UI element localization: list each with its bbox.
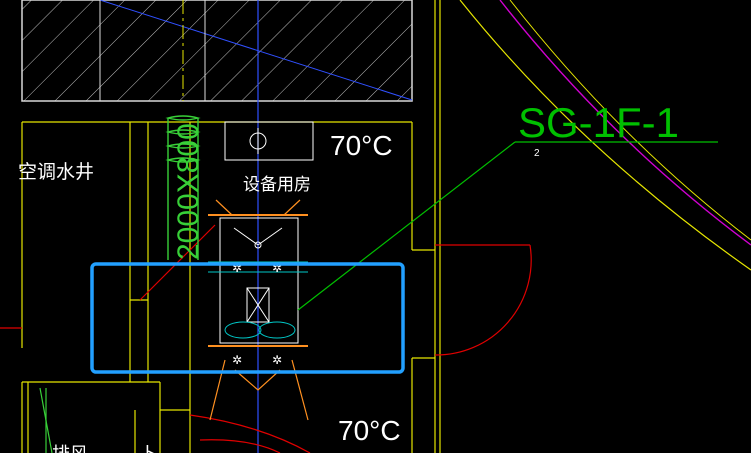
walls xyxy=(21,0,441,453)
label-bottom-left-1: 排风 xyxy=(52,444,88,453)
svg-text:✲: ✲ xyxy=(272,353,282,367)
label-bottom-left-2: 卜 xyxy=(140,444,158,453)
door-swing xyxy=(434,244,532,356)
label-temp-bottom: 70°C xyxy=(338,415,401,446)
bottom-left-lines xyxy=(39,387,53,453)
label-room: 设备用房 xyxy=(243,175,311,195)
duct-2000x800 xyxy=(165,115,201,260)
tag-leader xyxy=(297,141,718,311)
label-tag-sub: 2 xyxy=(534,148,540,159)
label-shaft: 空调水井 xyxy=(18,161,94,183)
hatched-column-block xyxy=(21,0,413,453)
label-temp-top: 70°C xyxy=(330,130,393,161)
fire-damper-box xyxy=(224,121,314,161)
svg-text:✲: ✲ xyxy=(232,261,242,275)
svg-text:✲: ✲ xyxy=(232,353,242,367)
fan-unit: ✲ ✲ ✲ ✲ xyxy=(208,199,309,421)
svg-text:✲: ✲ xyxy=(272,261,282,275)
label-duct-size: 2000X800 xyxy=(172,123,205,260)
label-tag: SG-1F-1 xyxy=(518,99,679,146)
selection-highlight[interactable] xyxy=(90,262,405,374)
